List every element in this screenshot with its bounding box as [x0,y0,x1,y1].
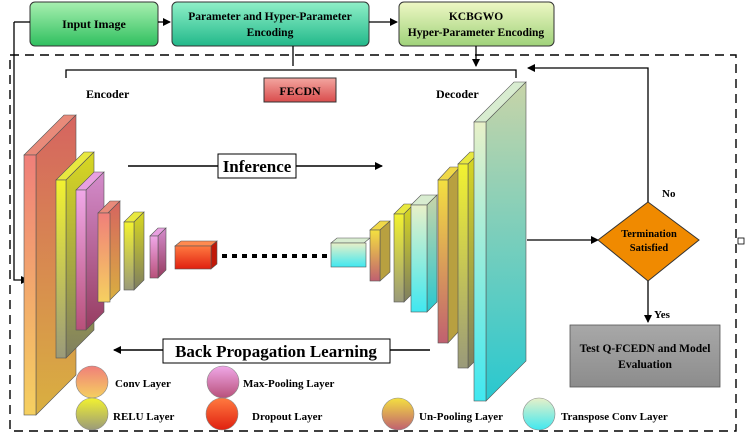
decoder-transpose-layer-3 [473,81,527,402]
result-label-2: Evaluation [618,359,672,371]
inference-label-box: Inference [217,153,297,179]
no-loop-arrow [527,64,649,202]
legend-dropout-label: Dropout Layer [252,411,322,423]
decision-label-1: Termination [621,229,677,240]
input-image-box: Input Image [29,1,159,47]
legend-relu-label: RELU Layer [113,411,175,423]
no-label: No [662,188,676,200]
legend-conv: Conv Layer [75,365,171,399]
kcbgwo-box: KCBGWO Hyper-Parameter Encoding [398,1,555,47]
encoder-dropout-layer [174,240,218,270]
param-encoding-label-1: Parameter and Hyper-Parameter [188,11,352,23]
decoder-unpool-layer-1 [369,220,391,282]
legend-dropout: Dropout Layer [205,397,322,431]
legend-unpool-label: Un-Pooling Layer [419,411,503,423]
test-evaluation-box: Test Q-FCEDN and Model Evaluation [569,324,721,388]
decoder-label: Decoder [436,87,479,101]
fecdn-dashed-frame [9,54,737,432]
legend: Conv Layer Max-Pooling Layer RELU Layer … [75,365,668,431]
network-bracket [65,69,517,78]
encoder-label: Encoder [86,87,130,101]
inference-label: Inference [223,157,292,176]
backprop-label: Back Propagation Learning [175,342,377,361]
encoder-conv-layer-2 [97,200,121,303]
legend-unpool: Un-Pooling Layer [381,397,503,431]
input-feed-line [13,22,29,284]
encoder-pool-layer-2 [149,227,167,279]
fecdn-label: FECDN [279,84,321,98]
legend-transpose: Transpose Conv Layer [522,397,668,431]
legend-conv-label: Conv Layer [115,378,171,390]
decision-label-2: Satisfied [630,243,669,254]
legend-relu: RELU Layer [75,397,175,431]
kcbgwo-label-1: KCBGWO [449,11,503,23]
encoder-relu-layer-2 [123,211,145,291]
legend-maxpool-label: Max-Pooling Layer [243,378,334,390]
param-encoding-box: Parameter and Hyper-Parameter Encoding [171,1,370,47]
decoder-transpose-layer-2 [410,194,438,313]
param-encoding-label-2: Encoding [247,27,294,39]
termination-decision: Termination Satisfied [597,201,700,282]
backprop-label-box: Back Propagation Learning [162,338,391,364]
yes-label: Yes [654,309,671,321]
decoder-transpose-layer-1 [330,237,371,268]
legend-maxpool: Max-Pooling Layer [206,365,334,399]
legend-transpose-label: Transpose Conv Layer [561,411,668,423]
kcbgwo-label-2: Hyper-Parameter Encoding [408,27,545,39]
edge-marker [737,237,745,245]
result-label-1: Test Q-FCEDN and Model [580,343,711,355]
fecdn-box: FECDN [263,77,337,103]
input-image-label: Input Image [62,17,126,31]
decoder-unpool-layer-2 [437,166,461,344]
